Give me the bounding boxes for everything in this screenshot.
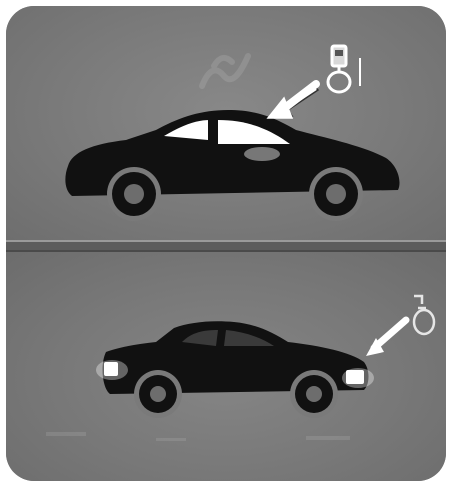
top-panel	[6, 6, 446, 240]
headlight-icon	[96, 360, 128, 380]
background-noise-icon	[46, 432, 350, 441]
top-panel-art	[6, 6, 446, 240]
front-wheel-icon	[107, 167, 161, 221]
front-wheel-icon	[134, 370, 182, 418]
background-scribble-icon	[202, 56, 248, 86]
arrow-icon	[268, 84, 318, 118]
rear-wheel-icon	[309, 167, 363, 221]
remote-key-icon	[328, 46, 360, 92]
car-side-icon	[65, 110, 399, 221]
remote-key-icon	[414, 296, 434, 334]
illustration-frame	[6, 6, 446, 481]
bottom-panel-art	[6, 252, 446, 481]
taillight-icon	[342, 368, 374, 388]
car-side-icon	[103, 321, 369, 418]
bottom-panel	[6, 252, 446, 481]
arrow-icon	[366, 320, 406, 356]
rear-wheel-icon	[290, 370, 338, 418]
panel-divider	[6, 240, 446, 252]
